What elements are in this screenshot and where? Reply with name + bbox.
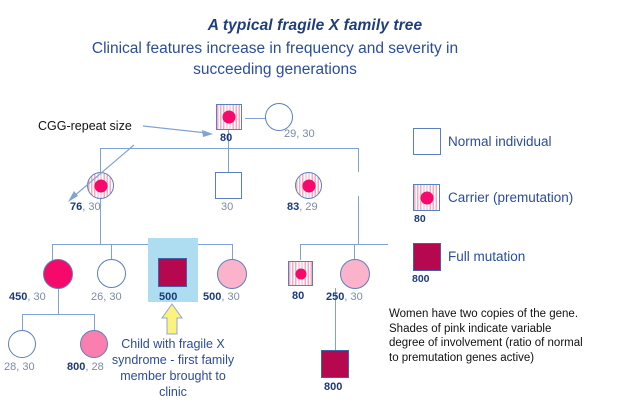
connector-g2p1-descent — [100, 196, 102, 244]
connector-g4-drop-1 — [22, 314, 24, 330]
subtitle-line-2: succeeding generations — [193, 61, 357, 78]
proband-callout: Child with fragile X syndrome - first fa… — [108, 336, 238, 400]
callout-line-3: member brought to clinic — [120, 369, 226, 399]
symbol-circle-normal[interactable] — [97, 259, 126, 288]
carrier-dot-icon — [420, 191, 433, 204]
legend-symbol-normal — [413, 128, 441, 155]
note-line-3: degree of involvement (ratio of normal — [389, 337, 583, 349]
symbol-circle-normal[interactable] — [8, 330, 36, 358]
repeat-label: 450, 30 — [9, 291, 46, 303]
connector-g3-drop-6 — [354, 244, 356, 260]
callout-line-1: Child with fragile X — [121, 337, 225, 351]
legend-label-carrier: Carrier (premutation) — [448, 190, 574, 205]
repeat-label: 250, 30 — [326, 291, 363, 303]
repeat-label: 800 — [324, 381, 343, 393]
connector-g3c6-descent — [335, 288, 337, 350]
repeat-label: 80 — [292, 290, 305, 302]
legend-number-full-mutation: 800 — [412, 273, 430, 285]
page-title: A typical fragile X family tree — [207, 17, 423, 34]
connector-g3-drop-1 — [52, 244, 54, 260]
legend-label-full-mutation: Full mutation — [448, 249, 526, 264]
symbol-circle-carrier[interactable] — [87, 172, 114, 199]
repeat-label: 30 — [221, 201, 234, 213]
proband-up-arrow-icon — [161, 303, 183, 335]
callout-line-2: syndrome - first family — [111, 353, 235, 367]
connector-g3-drop-2 — [111, 244, 113, 260]
legend-symbol-carrier — [413, 184, 440, 211]
connector-g3-drop-4 — [232, 244, 234, 260]
symbol-circle-affected[interactable] — [80, 330, 108, 358]
explanatory-note: Women have two copies of the gene. Shade… — [389, 307, 629, 365]
connector-g3-drop-5 — [300, 244, 302, 260]
carrier-dot-icon — [94, 179, 107, 192]
connector-g1-descent — [228, 118, 230, 148]
repeat-label: 26, 30 — [91, 291, 122, 303]
repeat-label: 800, 28 — [67, 361, 104, 373]
note-line-2: Shades of pink indicate variable — [389, 322, 552, 335]
symbol-square-full-mutation[interactable] — [321, 350, 349, 378]
connector-g4-sibship — [22, 314, 94, 316]
repeat-label: 29, 30 — [284, 128, 315, 140]
legend-label-normal: Normal individual — [448, 134, 552, 149]
note-line-4: to premutation genes active) — [389, 351, 535, 364]
repeat-label: 500, 30 — [203, 291, 240, 303]
symbol-circle-normal[interactable] — [265, 103, 293, 131]
symbol-circle-affected[interactable] — [217, 259, 247, 289]
subtitle-line-1: Clinical features increase in frequency … — [91, 40, 459, 57]
repeat-label: 80 — [220, 132, 233, 144]
connector-g2-drop-2 — [228, 148, 230, 172]
connector-g3-left-sibship — [52, 244, 232, 246]
connector-g2-drop-1 — [100, 148, 102, 172]
repeat-label: 83, 29 — [287, 201, 318, 213]
connector-g4-drop-2 — [94, 314, 96, 330]
symbol-square-full-mutation[interactable] — [158, 258, 187, 287]
carrier-dot-icon — [295, 268, 306, 279]
connector-g3-right-sibship — [300, 244, 388, 246]
connector-g2p3-descent — [358, 196, 360, 244]
connector-g2-drop-3 — [358, 148, 360, 172]
carrier-dot-icon — [302, 179, 315, 192]
symbol-square-carrier[interactable] — [216, 104, 242, 130]
symbol-circle-affected[interactable] — [43, 259, 73, 289]
repeat-label: 76, 30 — [70, 201, 101, 213]
connector-g3c1-descent — [58, 288, 60, 314]
repeat-label: 500 — [159, 291, 178, 303]
repeat-label: 28, 30 — [4, 361, 35, 373]
page-subtitle: Clinical features increase in frequency … — [40, 38, 510, 80]
connector-g1-couple — [245, 118, 279, 120]
symbol-circle-affected[interactable] — [340, 259, 370, 289]
symbol-square-normal[interactable] — [215, 172, 242, 199]
note-line-1: Women have two copies of the gene. — [389, 308, 579, 320]
cgg-repeat-size-label: CGG-repeat size — [38, 119, 132, 133]
symbol-circle-carrier[interactable] — [295, 172, 322, 199]
carrier-dot-icon — [222, 110, 236, 124]
cgg-arrow-to-g1 — [142, 125, 213, 137]
legend-symbol-full-mutation — [413, 243, 441, 271]
legend-number-carrier: 80 — [414, 213, 426, 225]
symbol-square-carrier[interactable] — [288, 261, 313, 286]
